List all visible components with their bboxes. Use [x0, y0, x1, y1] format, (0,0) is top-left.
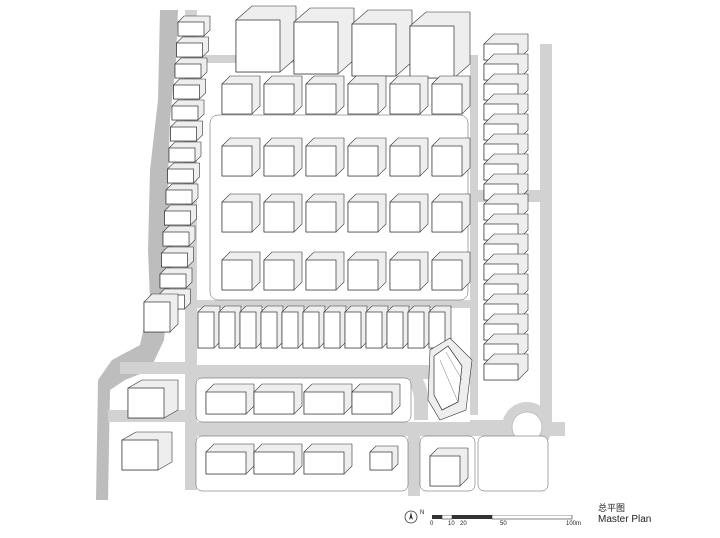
north-arrow: N [404, 510, 424, 529]
scale-label-100m: 100m [566, 521, 582, 527]
villa-building [347, 201, 379, 233]
villa-building [305, 201, 337, 233]
villa-building [431, 145, 463, 177]
riverside-house [173, 84, 200, 100]
riverside-house [159, 273, 187, 289]
villa-building [431, 201, 463, 233]
villa-building [389, 145, 421, 177]
tower-east [483, 363, 519, 381]
clubhouse [427, 337, 473, 421]
scale-label-10: 10 [448, 521, 455, 527]
plan-title-chinese: 总平图 [598, 504, 626, 514]
tower-row-top [235, 5, 471, 79]
plan-title-english: Master Plan [598, 514, 652, 525]
detached-houses-west [121, 379, 179, 471]
townhouse-unit [197, 311, 215, 349]
villa-building [221, 83, 253, 115]
riverside-house [171, 105, 199, 121]
scale-label-0: 0 [430, 521, 434, 527]
townhouse-unit [344, 311, 362, 349]
tower-column-east [483, 33, 529, 381]
villa-building [221, 201, 253, 233]
villa-building [263, 201, 295, 233]
north-label: N [420, 510, 425, 516]
scale-label-50: 50 [500, 521, 507, 527]
terrace-house [253, 391, 295, 415]
scale-bar [432, 515, 573, 520]
villa-building [221, 145, 253, 177]
riverside-house [164, 210, 191, 226]
townhouse-unit [281, 311, 299, 349]
terrace-house [205, 391, 247, 415]
riverside-house [165, 189, 193, 205]
terrace-house [253, 451, 295, 475]
villa-building [263, 83, 295, 115]
townhouse-unit [239, 311, 257, 349]
villa-building [263, 145, 295, 177]
river-channel [96, 10, 178, 500]
villa-building [389, 83, 421, 115]
villa-building [305, 83, 337, 115]
villa-building [347, 259, 379, 291]
riverside-house [176, 42, 203, 58]
villa-building [347, 83, 379, 115]
riverside-house [161, 252, 188, 268]
villa-building [347, 145, 379, 177]
villa-building [305, 259, 337, 291]
townhouse-unit [218, 311, 236, 349]
riverside-house [162, 231, 190, 247]
riverside-house [143, 301, 171, 333]
villa-building [431, 83, 463, 115]
scale-label-20: 20 [460, 521, 467, 527]
villa-building [431, 259, 463, 291]
townhouse-row [197, 305, 452, 349]
townhouse-unit [323, 311, 341, 349]
villa-building [263, 259, 295, 291]
terrace-house [303, 451, 345, 475]
riverside-house [167, 168, 194, 184]
villa-grid [221, 75, 471, 291]
terrace-house [205, 451, 247, 475]
riverside-house [174, 63, 202, 79]
terrace-house [369, 451, 393, 471]
riverside-houses [143, 15, 211, 333]
terrace-house [351, 391, 393, 415]
townhouse-unit [260, 311, 278, 349]
townhouse-unit [302, 311, 320, 349]
terrace-houses-south [205, 383, 469, 487]
north-arrow-icon [404, 510, 418, 524]
villa-building [389, 259, 421, 291]
villa-building [221, 259, 253, 291]
townhouse-unit [386, 311, 404, 349]
terrace-house [429, 455, 461, 487]
villa-building [305, 145, 337, 177]
riverside-house [170, 126, 197, 142]
riverside-house [168, 147, 196, 163]
townhouse-unit [365, 311, 383, 349]
riverside-house [177, 21, 205, 37]
townhouse-unit [407, 311, 425, 349]
terrace-house [303, 391, 345, 415]
villa-building [389, 201, 421, 233]
